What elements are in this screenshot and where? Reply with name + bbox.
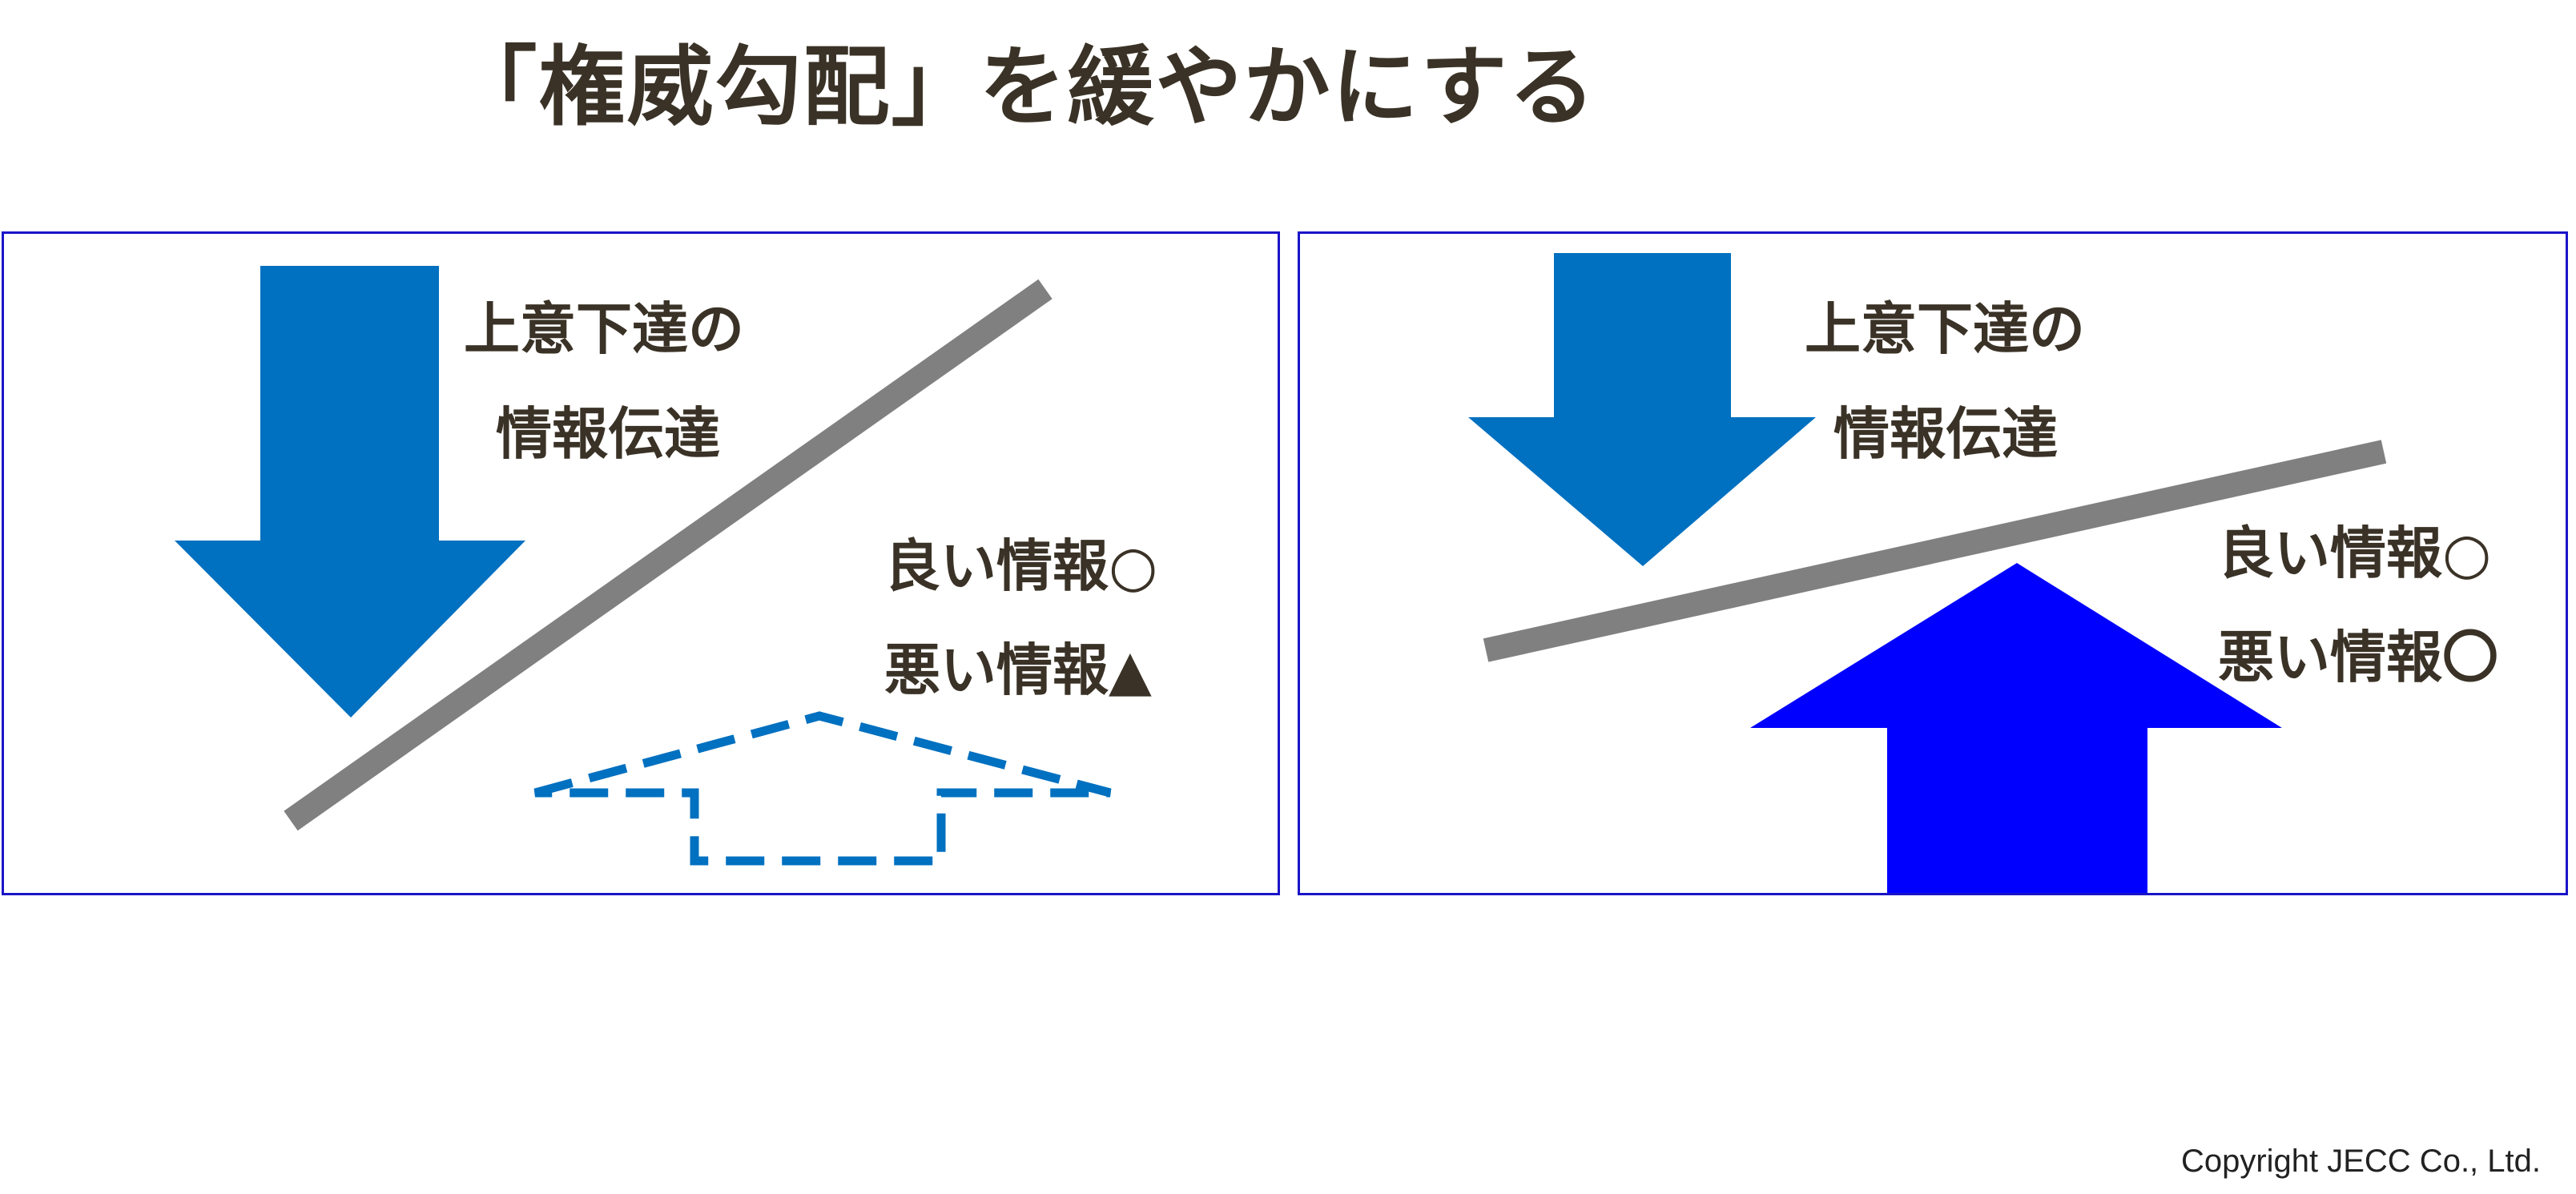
good-info-label: 良い情報○: [2218, 521, 2492, 586]
steep-gradient-diagram: [175, 266, 1112, 866]
steep-slope-line: [284, 279, 1053, 831]
steep-gradient-panel: 上意下達の 情報伝達 良い情報○ 悪い情報▲: [2, 231, 1280, 895]
gentle-gradient-panel: 上意下達の 情報伝達 良い情報○ 悪い情報〇: [1298, 231, 2568, 895]
top-down-label-line2: 情報伝達: [496, 401, 720, 467]
gentle-gradient-diagram: [1468, 253, 2387, 893]
page-title: 「権威勾配」を緩やかにする: [0, 24, 2576, 152]
good-info-label: 良い情報○: [884, 533, 1158, 599]
upward-arrow: [1750, 563, 2282, 893]
downward-arrow: [1468, 253, 1816, 566]
copyright-notice: Copyright JECC Co., Ltd.: [2180, 1144, 2541, 1179]
top-down-label-line2: 情報伝達: [1833, 401, 2058, 467]
top-down-label-line1: 上意下達の: [464, 296, 744, 362]
gentle-slope-line: [1483, 440, 2387, 662]
bad-info-label: 悪い情報〇: [2218, 625, 2498, 690]
bad-info-label: 悪い情報▲: [884, 637, 1152, 703]
page-title-text: 「権威勾配」を緩やかにする: [450, 38, 1597, 138]
weak-upward-arrow-dashed: [533, 711, 1112, 866]
top-down-label-line1: 上意下達の: [1805, 296, 2085, 362]
downward-arrow: [175, 266, 525, 718]
